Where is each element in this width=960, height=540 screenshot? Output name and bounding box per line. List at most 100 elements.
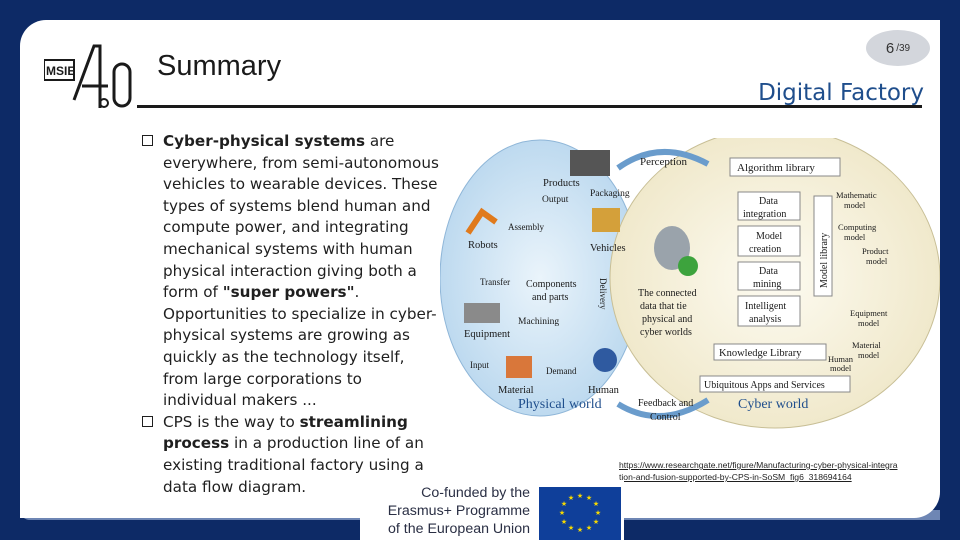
components-label: Components — [526, 279, 577, 290]
product-model-label-1: Product — [862, 246, 889, 256]
bullet-text-normal: are everywhere, from semi-autonomous veh… — [163, 132, 439, 302]
eu-flag-icon: ★★★ ★★★ ★★★ ★★★ — [539, 487, 621, 540]
equipment-model-label-1: Equipment — [850, 308, 888, 318]
data-integration-box — [737, 191, 801, 221]
svg-text:★: ★ — [586, 494, 592, 502]
bullet-item: CPS is the way to streamlining process i… — [140, 412, 440, 498]
model-creation-label-1: Model — [756, 231, 782, 242]
human-model-label-1: Human — [828, 354, 854, 364]
product-model-label-2: model — [866, 256, 888, 266]
bullet-text: CPS is the way to streamlining process i… — [163, 413, 424, 496]
source-link[interactable]: https://www.researchgate.net/figure/Manu… — [619, 460, 898, 482]
equipment-label: Equipment — [464, 329, 510, 340]
mathematic-model-label-1: Mathematic — [836, 190, 877, 200]
bullet-text-bold: "super powers" — [222, 283, 355, 302]
data-integration-label-1: Data — [759, 196, 778, 207]
svg-text:★: ★ — [586, 524, 592, 532]
and-parts-label: and parts — [532, 292, 568, 303]
bullet-text-bold: Cyber-physical systems — [163, 132, 365, 150]
perception-arrow — [616, 148, 710, 171]
svg-text:★: ★ — [561, 500, 567, 508]
svg-text:★: ★ — [593, 518, 599, 526]
cyber-world-label: Cyber world — [738, 397, 808, 412]
transfer-label: Transfer — [480, 277, 510, 287]
cofund-text: Co-funded by the Erasmus+ Programme of t… — [370, 484, 530, 538]
bullet-list: Cyber-physical systems are everywhere, f… — [140, 131, 440, 498]
intelligent-analysis-label-2: analysis — [749, 314, 781, 325]
computing-model-label-2: model — [844, 232, 866, 242]
connected-label-2: data that tie — [640, 301, 687, 312]
svg-text:★: ★ — [559, 509, 565, 517]
data-mining-label-1: Data — [759, 266, 778, 277]
bullet-text-bold: streamlining process — [163, 412, 408, 453]
boxes-icon — [592, 208, 620, 232]
data-integration-label-2: integration — [743, 209, 786, 220]
sync-icon — [678, 256, 698, 276]
feedback-arrow — [616, 397, 710, 420]
svg-text:★: ★ — [561, 518, 567, 526]
physical-world-label: Physical world — [518, 397, 602, 412]
msie-logo: MSIE — [44, 44, 132, 108]
bullet-text-normal: CPS is the way to — [163, 412, 300, 431]
products-label: Products — [543, 178, 580, 189]
robot-arm-icon — [465, 207, 498, 235]
model-library-label: Model library — [819, 233, 830, 288]
intelligent-analysis-box — [737, 295, 801, 327]
knowledge-library-label: Knowledge Library — [719, 348, 802, 359]
delivery-label: Delivery — [598, 278, 608, 310]
vehicles-label: Vehicles — [590, 243, 626, 254]
human-label: Human — [588, 385, 620, 396]
svg-text:★: ★ — [577, 492, 583, 500]
bullet-item: Cyber-physical systems are everywhere, f… — [140, 131, 440, 412]
page-total: /39 — [896, 42, 911, 54]
svg-text:★: ★ — [568, 524, 574, 532]
connected-label-1: The connected — [638, 288, 697, 299]
data-mining-label-2: mining — [753, 279, 781, 290]
input-label: Input — [470, 360, 489, 370]
algorithm-library-box — [729, 157, 841, 177]
checkbox-bullet-icon — [142, 415, 153, 427]
connected-label-3: physical and — [642, 314, 692, 325]
bullet-text-normal: . Opportunities to specialize in cyber-p… — [163, 283, 437, 410]
cofund-line: Co-funded by the — [421, 485, 530, 501]
algorithm-library-label: Algorithm library — [737, 162, 815, 174]
knowledge-library-box — [713, 343, 827, 361]
machining-label: Machining — [518, 317, 559, 327]
perception-label: Perception — [640, 156, 688, 168]
demand-label: Demand — [546, 366, 577, 376]
model-library-box — [813, 195, 833, 297]
bullet-text: Cyber-physical systems are everywhere, f… — [163, 132, 439, 409]
page-current: 6 — [885, 39, 895, 57]
checkbox-bullet-icon — [142, 135, 153, 146]
connected-label-4: cyber worlds — [640, 327, 692, 338]
section-title: Digital Factory — [758, 80, 924, 106]
machine-icon — [464, 303, 500, 323]
slide-title: Summary — [157, 50, 282, 82]
feedback-label-2: Control — [650, 412, 681, 423]
output-label: Output — [542, 195, 569, 205]
human-model-label-2: model — [830, 363, 852, 373]
assembly-label: Assembly — [508, 222, 545, 232]
equipment-model-label-2: model — [858, 318, 880, 328]
model-creation-box — [737, 225, 801, 257]
ubiquitous-box — [699, 375, 851, 393]
svg-text:MSIE: MSIE — [46, 64, 75, 78]
cofund-line: Erasmus+ Programme — [387, 503, 530, 519]
human-icon — [593, 348, 617, 372]
computing-model-label-1: Computing — [838, 222, 877, 232]
robots-label: Robots — [468, 240, 498, 251]
model-creation-label-2: creation — [749, 244, 781, 255]
title-rule — [137, 105, 922, 108]
ubiquitous-label: Ubiquitous Apps and Services — [704, 380, 825, 391]
material-icon — [506, 356, 532, 378]
material-model-label-1: Material — [852, 340, 881, 350]
cofund-line: of the European Union — [388, 521, 530, 537]
intelligent-analysis-label-1: Intelligent — [745, 301, 786, 312]
material-model-label-2: model — [858, 350, 880, 360]
data-mining-box — [737, 261, 801, 291]
material-label: Material — [498, 385, 534, 396]
feedback-label-1: Feedback and — [638, 398, 693, 409]
page-number-badge: 6 /39 — [866, 30, 930, 66]
cps-diagram: Perception Algorithm library Products Pa… — [440, 138, 940, 429]
mathematic-model-label-2: model — [844, 200, 866, 210]
